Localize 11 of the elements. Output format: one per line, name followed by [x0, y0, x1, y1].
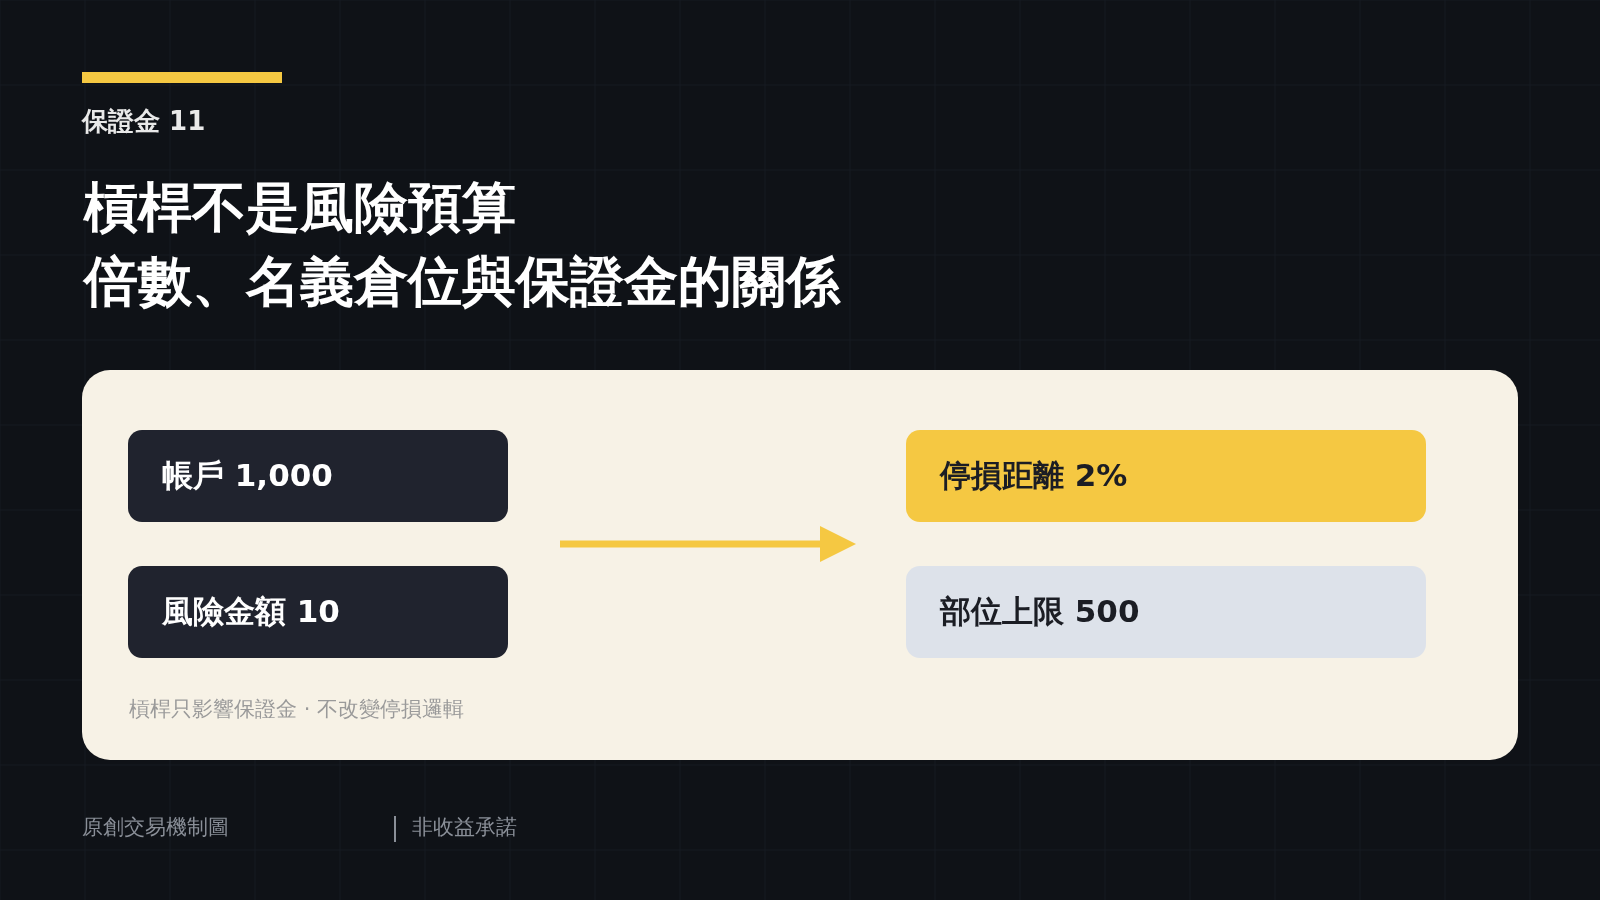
- note-text: 槓桿只影響保證金 · 不改變停損邏輯: [129, 696, 465, 723]
- footer-text: 原創交易機制圖: [82, 814, 229, 841]
- footer-text: 非收益承諾: [412, 814, 517, 841]
- subtitle: 倍數、名義倉位與保證金的關係: [84, 249, 840, 315]
- card-background: [82, 370, 1518, 760]
- value-box: 風險金額 10: [128, 566, 508, 658]
- result-box: 部位上限 500: [906, 566, 1426, 658]
- value-box: 帳戶 1,000: [128, 430, 508, 522]
- highlight-box: 停損距離 2%: [906, 430, 1426, 522]
- eyebrow-text: 保證金 11: [82, 105, 206, 138]
- title: 槓桿不是風險預算: [84, 175, 516, 241]
